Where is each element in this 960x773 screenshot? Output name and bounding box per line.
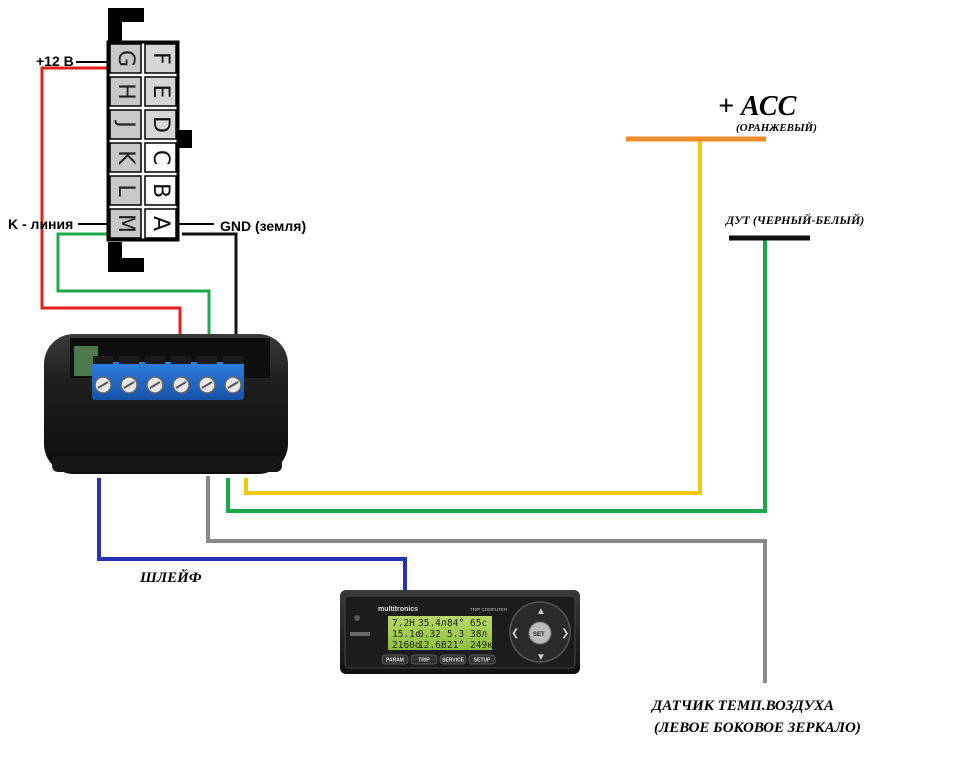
wire-red-12v <box>40 66 182 358</box>
lcd-value: 0.32 <box>418 629 441 640</box>
connector-pin-g: G <box>113 50 138 67</box>
connector-pin-b: B <box>148 183 173 198</box>
lcd-display <box>388 616 492 650</box>
connector-pin-e: E <box>148 85 173 99</box>
button-label-param: PARAM <box>386 658 404 664</box>
label-plus-12v: +12 В <box>36 53 74 69</box>
wire-grey-sensor <box>206 476 767 683</box>
connector-pin-l: L <box>113 184 138 197</box>
button-label-trip: TRIP <box>418 658 430 664</box>
set-button[interactable] <box>528 621 552 645</box>
wire-green-k-line <box>56 232 211 358</box>
wire-green-dut <box>226 238 767 513</box>
trip-computer-brand: multitronics <box>378 606 418 613</box>
wire-blue-loop <box>97 478 407 592</box>
terminal-slot <box>93 356 113 364</box>
lcd-value: 249к <box>470 640 493 651</box>
lcd-value: 35.4л <box>418 618 447 629</box>
connector-pin-c: C <box>148 150 173 165</box>
lcd-value: 5.3 <box>447 629 464 640</box>
button-label-service: SERVICE <box>442 658 465 664</box>
lcd-value: 2160о <box>392 640 421 651</box>
label-dut: ДУТ (ЧЕРНЫЙ-БЕЛЫЙ) <box>725 212 864 227</box>
connector-pin-m: M <box>113 214 138 233</box>
adapter-box <box>44 334 288 474</box>
connector-pin-j: J <box>113 119 138 128</box>
lcd-value: 15.1c <box>392 629 421 640</box>
lcd-value: 65c <box>470 618 487 629</box>
trip-computer-model: TRIP COMPUTER <box>470 607 508 612</box>
label-acc-color: (ОРАНЖЕВЫЙ) <box>736 122 817 134</box>
connector-pin-h: H <box>113 83 138 100</box>
button-service[interactable] <box>439 654 467 665</box>
connector-pin-a: A <box>148 216 173 231</box>
label-sensor-line2: (ЛЕВОЕ БОКОВОЕ ЗЕРКАЛО) <box>654 720 861 736</box>
button-setup[interactable] <box>468 654 496 665</box>
connector-pin-d: D <box>148 116 173 133</box>
lcd-value: 7.2H <box>392 618 415 629</box>
label-acc: + АСС <box>718 91 797 122</box>
button-trip[interactable] <box>410 654 438 665</box>
label-sensor-line1: ДАТЧИК ТЕМП.ВОЗДУХА <box>650 698 834 714</box>
label-k-line: K - линия <box>8 216 73 232</box>
terminal-slot <box>145 356 165 364</box>
nav-down-icon[interactable]: ▼ <box>536 652 546 663</box>
terminal-slot <box>119 356 139 364</box>
nav-up-icon[interactable]: ▲ <box>536 606 546 617</box>
button-param[interactable] <box>381 654 409 665</box>
wires <box>40 66 810 683</box>
label-shleif: ШЛЕЙФ <box>139 568 202 586</box>
lcd-value: 84° <box>447 618 464 629</box>
button-label-setup: SETUP <box>474 658 491 664</box>
nav-left-icon[interactable]: ❮ <box>511 628 519 639</box>
lcd-value: 12.6В <box>418 640 447 651</box>
connector-pin-k: K <box>113 150 138 165</box>
nav-right-icon[interactable]: ❯ <box>561 628 569 639</box>
lcd-value: 21° <box>447 640 464 651</box>
power-button[interactable] <box>354 615 360 621</box>
terminal-slot <box>171 356 191 364</box>
terminal-slot <box>197 356 217 364</box>
terminal-slot <box>223 356 243 364</box>
set-button-label: SET <box>533 632 545 638</box>
label-gnd: GND (земля) <box>220 218 306 234</box>
lcd-value: 38л <box>470 629 487 640</box>
wire-black-gnd <box>182 232 238 358</box>
terminal-block <box>92 362 244 400</box>
connector-pin-f: F <box>148 52 173 65</box>
labels: +12 В K - линия GND (земля) + АСС (ОРАНЖ… <box>8 53 864 736</box>
wire-yellow-acc <box>244 139 702 495</box>
